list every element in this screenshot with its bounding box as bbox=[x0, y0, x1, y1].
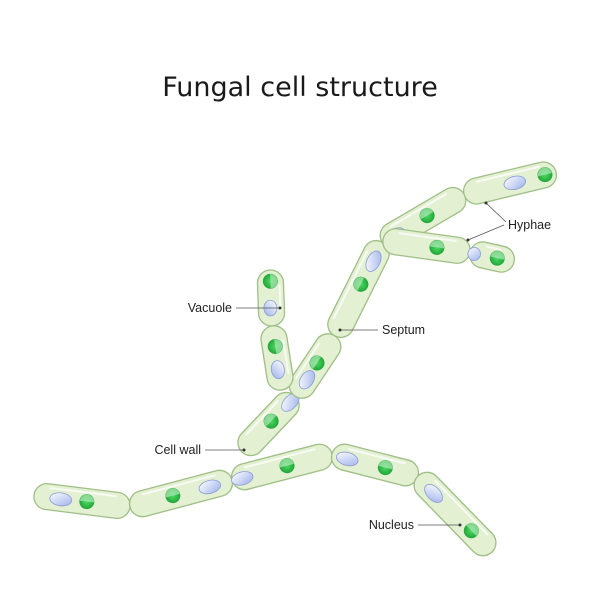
vacuole bbox=[467, 247, 481, 261]
label-vacuole: Vacuole bbox=[188, 301, 232, 315]
hypha-cell bbox=[462, 161, 558, 205]
hypha-cell bbox=[330, 443, 420, 487]
nucleus-highlight bbox=[378, 460, 393, 470]
hypha-cell bbox=[128, 469, 234, 518]
cell-highlight bbox=[295, 342, 320, 380]
cell-highlight bbox=[389, 193, 447, 228]
vacuole bbox=[365, 250, 382, 272]
nucleus-highlight bbox=[279, 458, 294, 468]
cell-highlight bbox=[245, 400, 279, 436]
cell-highlight bbox=[49, 487, 117, 498]
hyphae-cells bbox=[33, 161, 558, 557]
hypha-cell bbox=[260, 325, 294, 391]
cell-wall bbox=[413, 471, 497, 557]
nucleus-highlight bbox=[353, 277, 365, 291]
nucleus-highlight bbox=[466, 523, 479, 536]
nucleus-highlight bbox=[270, 274, 278, 289]
hypha-cell bbox=[33, 482, 131, 520]
vacuole bbox=[198, 479, 221, 495]
vacuole bbox=[49, 492, 73, 507]
hypha-cell bbox=[237, 391, 300, 457]
cell-highlight bbox=[348, 448, 407, 465]
hypha-cell bbox=[467, 241, 515, 273]
vacuole bbox=[336, 451, 359, 467]
nucleus-leader-dot bbox=[458, 523, 462, 527]
nucleus-highlight bbox=[419, 208, 434, 220]
cell-highlight bbox=[278, 284, 282, 312]
nucleus-highlight bbox=[490, 251, 505, 260]
hypha-cell bbox=[256, 269, 286, 327]
hyphae-leader-dot-upper bbox=[484, 201, 488, 205]
cell-highlight bbox=[243, 448, 316, 469]
nucleus-highlight bbox=[429, 240, 445, 249]
cell-wall bbox=[260, 325, 294, 391]
vacuole bbox=[270, 360, 285, 380]
vacuole bbox=[231, 471, 254, 486]
cell-wall bbox=[382, 228, 471, 264]
page-title: Fungal cell structure bbox=[162, 72, 438, 103]
hyphae-leader-upper bbox=[485, 202, 507, 223]
label-cell-wall: Cell wall bbox=[154, 443, 201, 457]
cell-highlight bbox=[141, 474, 216, 496]
cell-highlight bbox=[486, 245, 502, 251]
nucleus-highlight bbox=[309, 355, 321, 369]
nucleus-highlight bbox=[274, 339, 283, 354]
cell-highlight bbox=[398, 232, 457, 242]
hyphae-leader-lower bbox=[467, 224, 505, 241]
cell-highlight bbox=[476, 165, 540, 183]
nucleus-highlight bbox=[79, 494, 94, 503]
hypha-cell bbox=[413, 471, 497, 557]
cell-highlight bbox=[434, 479, 489, 536]
cell-highlight bbox=[332, 250, 368, 320]
leader-lines bbox=[205, 201, 507, 527]
cell-highlight bbox=[282, 339, 290, 375]
cell-wall-leader-dot bbox=[242, 448, 246, 452]
septum-leader-dot bbox=[338, 328, 342, 332]
cell-wall bbox=[330, 443, 420, 487]
hypha-cell bbox=[230, 443, 334, 491]
hyphae-leader-dot-lower bbox=[466, 238, 470, 242]
vacuole bbox=[503, 175, 527, 191]
hypha-cell bbox=[382, 228, 471, 264]
vacuole-leader-dot bbox=[278, 306, 282, 310]
label-septum: Septum bbox=[382, 323, 425, 337]
vacuole bbox=[424, 483, 443, 503]
nucleus-highlight bbox=[165, 488, 180, 498]
hypha-cell bbox=[288, 333, 342, 399]
nucleus-highlight bbox=[537, 167, 552, 177]
nucleus-highlight bbox=[263, 414, 277, 427]
label-nucleus: Nucleus bbox=[369, 518, 414, 532]
vacuole bbox=[298, 370, 316, 390]
label-hyphae: Hyphae bbox=[508, 218, 551, 232]
